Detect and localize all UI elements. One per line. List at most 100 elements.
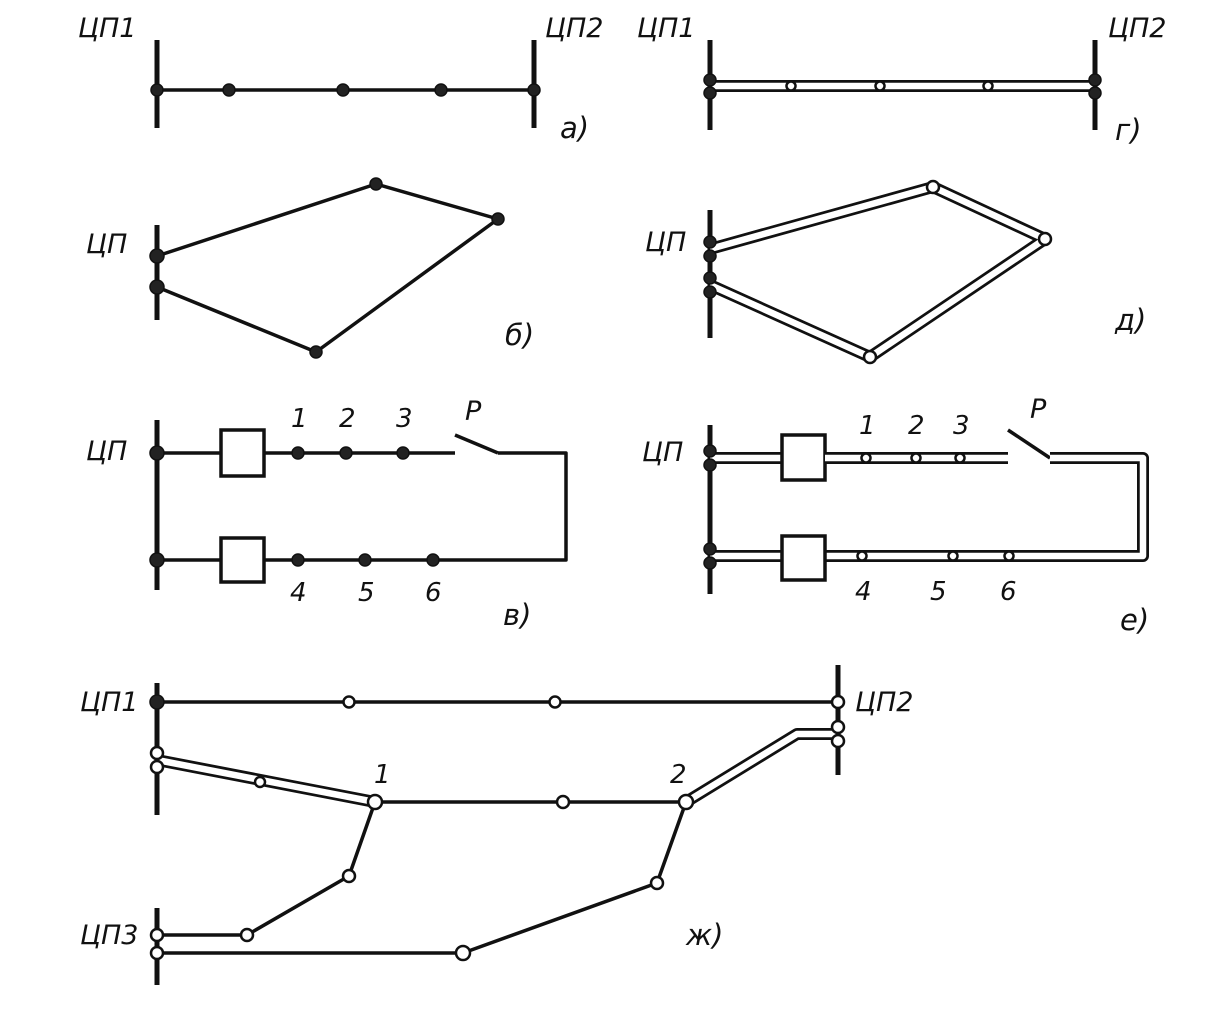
node (149, 945, 165, 961)
label-cp1: ЦП1 (637, 13, 695, 44)
node-2 (339, 446, 353, 460)
node (703, 235, 717, 249)
node (491, 212, 505, 226)
node (149, 745, 165, 761)
node (649, 875, 665, 891)
ring-line (156, 182, 500, 354)
node-1 (366, 793, 384, 811)
caption-a: а) (560, 111, 589, 145)
node (703, 73, 717, 87)
node (434, 83, 448, 97)
caption-v: в) (503, 598, 531, 632)
node-2 (677, 793, 695, 811)
label-cp: ЦП (86, 229, 127, 260)
label-cp2: ЦП2 (545, 13, 603, 44)
num-3: 3 (396, 404, 413, 434)
label-cp3: ЦП3 (80, 920, 138, 951)
node (830, 733, 846, 749)
node (830, 719, 846, 735)
node (336, 83, 350, 97)
node (703, 271, 717, 285)
num-2: 2 (670, 760, 687, 790)
scheme-v: ЦП 1 2 3 Р 4 5 6 в) (86, 396, 568, 632)
node (1088, 86, 1102, 100)
transformer-box-bottom (219, 536, 266, 584)
scheme-g: ЦП1 ЦП2 г) (637, 13, 1166, 147)
transformer-box-top (219, 428, 266, 478)
node (149, 279, 165, 295)
num-5: 5 (930, 577, 947, 607)
caption-e: е) (1120, 603, 1149, 637)
node (785, 80, 797, 92)
node (149, 927, 165, 943)
caption-zh: ж) (685, 918, 723, 952)
switch-r (1007, 428, 1051, 460)
caption-b: б) (505, 318, 534, 352)
num-6: 6 (425, 578, 442, 608)
num-2: 2 (339, 404, 356, 434)
node (341, 868, 357, 884)
node (239, 927, 255, 943)
line-cp3-node1 (157, 801, 377, 937)
node (222, 83, 236, 97)
node (548, 695, 562, 709)
num-1: 1 (291, 404, 308, 434)
scheme-zh: ЦП1 ЦП2 ЦП3 1 2 ж) (80, 665, 913, 985)
num-4: 4 (855, 577, 872, 607)
node-3 (396, 446, 410, 460)
node-2 (910, 452, 922, 464)
scheme-b: ЦП б) (86, 177, 534, 359)
node (1037, 231, 1053, 247)
node (149, 445, 165, 461)
node (982, 80, 994, 92)
ring-double-inner (708, 183, 1049, 361)
node-6 (426, 553, 440, 567)
line-return (264, 451, 568, 562)
node (703, 556, 717, 570)
node (150, 83, 164, 97)
node-1 (860, 452, 872, 464)
label-cp1: ЦП1 (80, 687, 138, 718)
double-line-return (825, 452, 1149, 562)
line-cp3-node2 (157, 801, 688, 955)
num-1: 1 (374, 760, 391, 790)
node-4 (291, 553, 305, 567)
node-4 (856, 550, 868, 562)
node (925, 179, 941, 195)
label-cp2: ЦП2 (1108, 13, 1166, 44)
node (703, 86, 717, 100)
node (342, 695, 356, 709)
node (149, 759, 165, 775)
scheme-d: ЦП д) (645, 179, 1146, 365)
node (527, 83, 541, 97)
num-3: 3 (953, 411, 970, 441)
transformer-box-bottom (780, 534, 827, 582)
num-1: 1 (859, 411, 876, 441)
node-1 (291, 446, 305, 460)
node (149, 248, 165, 264)
label-cp: ЦП (86, 436, 127, 467)
num-2: 2 (908, 411, 925, 441)
node (369, 177, 383, 191)
node-5 (947, 550, 959, 562)
label-cp1: ЦП1 (78, 13, 136, 44)
node (309, 345, 323, 359)
scheme-a: ЦП1 ЦП2 а) (78, 13, 603, 145)
node (555, 794, 571, 810)
node-6 (1003, 550, 1015, 562)
node-3 (954, 452, 966, 464)
node (862, 349, 878, 365)
node (253, 775, 267, 789)
node (703, 542, 717, 556)
node-5 (358, 553, 372, 567)
node (703, 458, 717, 472)
node (874, 80, 886, 92)
switch-r (454, 433, 499, 455)
num-6: 6 (1000, 577, 1017, 607)
scheme-e: ЦП 1 2 3 Р 4 5 6 е) (642, 394, 1149, 637)
node (703, 285, 717, 299)
num-5: 5 (358, 578, 375, 608)
node (149, 694, 165, 710)
